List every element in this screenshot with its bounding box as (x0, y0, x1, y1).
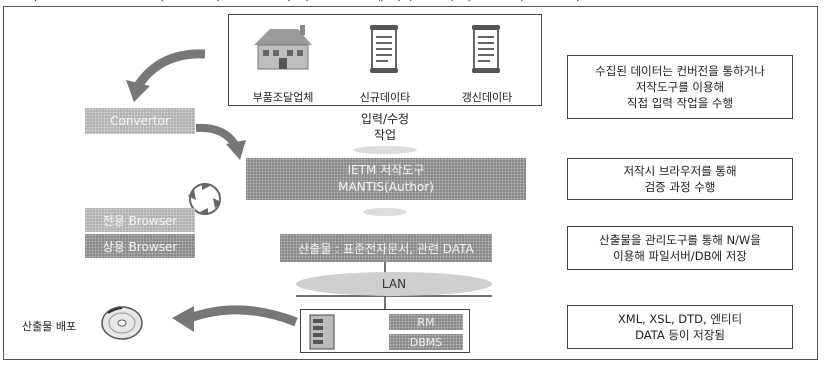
convertor-box: Convertor (85, 108, 195, 134)
cd-disc-icon (101, 306, 143, 340)
input-edit-label-line1: 입력/수정 (360, 112, 410, 126)
note-collection-line2: 저작도구를 이용해 (635, 80, 725, 94)
convertor-label: Convertor (110, 114, 170, 128)
haze-upper (353, 146, 417, 154)
lan-label: LAN (381, 277, 407, 291)
input-edit-label: 입력/수정 작업 (345, 111, 425, 143)
note-storage-line2: 이용해 파일서버/DB에 저장 (613, 249, 747, 263)
note-verification: 저작시 브라우저를 통해 검증 과정 수행 (567, 158, 793, 200)
source-label-new-data: 신규데이타 (359, 91, 411, 104)
authoring-tool-product: MANTIS(Author) (338, 180, 434, 194)
note-verification-line2: 검증 과정 수행 (644, 180, 716, 194)
rm-label: RM (417, 315, 435, 329)
source-label-supplier: 부품조달업체 (252, 91, 314, 104)
source-item-updated-data: 갱신데이타 (441, 23, 533, 104)
arrow-to-authoring-head (226, 140, 246, 160)
dbms-tag: DBMS (389, 334, 463, 350)
output-box: 산출물 : 표준전자문서, 관련 DATA (280, 234, 492, 262)
note-storage-line1: 산출물을 관리도구를 통해 N/W을 (599, 233, 761, 247)
lan-ellipse: LAN (296, 272, 492, 296)
scroll-document-icon (472, 25, 500, 73)
commercial-browser-box: 상용 Browser (85, 234, 195, 258)
source-label-updated-data: 갱신데이타 (461, 91, 513, 104)
source-item-new-data: 신규데이타 (339, 23, 431, 104)
note-collection-line3: 직접 입력 작업을 수행 (626, 96, 734, 110)
rm-tag: RM (389, 314, 463, 330)
commercial-browser-label: 상용 Browser (102, 239, 178, 254)
note-collection-line1: 수집된 데이터는 컨버전을 통하거나 (595, 64, 765, 78)
input-edit-label-line2: 작업 (373, 128, 397, 142)
arrow-to-distribution-head (172, 306, 194, 332)
building-icon (254, 25, 312, 70)
note-stored-formats-line2: DATA 등이 저장됨 (635, 328, 725, 342)
authoring-tool-box: IETM 저작도구 MANTIS(Author) (246, 158, 526, 200)
arrow-to-convertor-head (126, 80, 150, 102)
note-storage: 산출물을 관리도구를 통해 N/W을 이용해 파일서버/DB에 저장 (567, 226, 793, 270)
dbms-label: DBMS (409, 335, 443, 349)
scroll-document-icon (370, 25, 398, 73)
server-icon (309, 314, 335, 350)
source-panel: 부품조달업체 신규데이타 갱신데이타 (228, 14, 542, 106)
note-stored-formats-line1: XML, XSL, DTD, 엔티티 (617, 312, 743, 326)
output-label: 산출물 : 표준전자문서, 관련 DATA (298, 241, 474, 256)
note-collection: 수집된 데이터는 컨버전을 통하거나 저작도구를 이용해 직접 입력 작업을 수… (567, 55, 793, 119)
verify-cycle-circle (189, 183, 221, 215)
haze-mid (363, 208, 407, 216)
dedicated-browser-label: 전용 Browser (102, 213, 178, 228)
server-block: RM DBMS (300, 309, 470, 353)
dedicated-browser-box: 전용 Browser (85, 208, 195, 232)
note-stored-formats: XML, XSL, DTD, 엔티티 DATA 등이 저장됨 (567, 305, 793, 349)
arrow-to-convertor (134, 49, 206, 89)
arrow-to-distribution (188, 305, 298, 327)
distribution-label: 산출물 배포 (22, 320, 77, 333)
authoring-tool-name: IETM 저작도구 (347, 163, 425, 177)
note-verification-line1: 저작시 브라우저를 통해 (623, 164, 737, 178)
source-item-supplier: 부품조달업체 (237, 23, 329, 104)
clipped-heading-text: ㅏ ㅜ ㅜ ㅡ ㅇ ㅇ ㅇ ㅏ ㅡ ㅡ ㅓ ㅜ ㅇ ㅇ ㅏ ㅏ ㅇ ㅇ ㅡ ㅔ … (30, 0, 820, 3)
